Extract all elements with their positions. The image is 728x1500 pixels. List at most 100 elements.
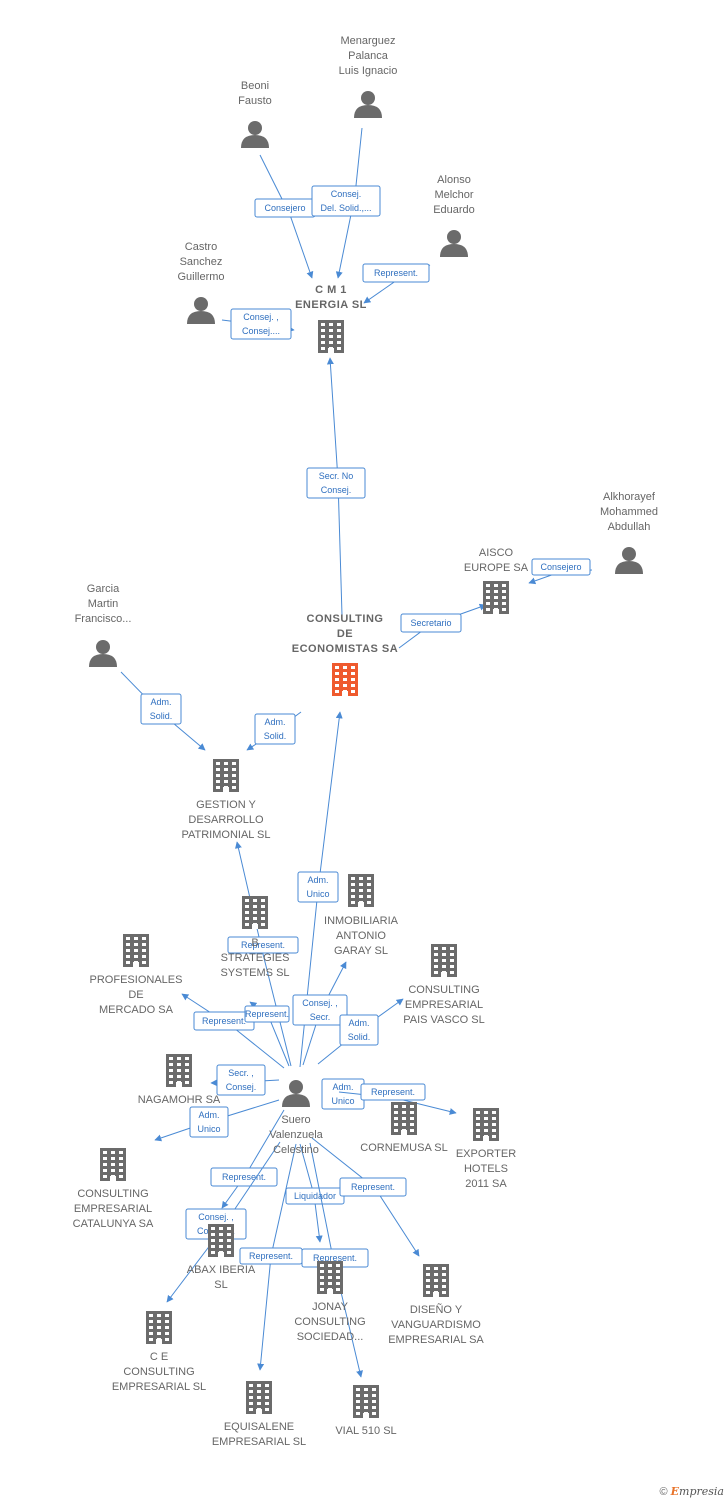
building-icon xyxy=(242,896,268,929)
edge-line xyxy=(181,993,285,1069)
brand-logo[interactable]: Empresia xyxy=(670,1485,724,1498)
edge-label-text: Secr. , xyxy=(228,1068,254,1078)
edge-label[interactable]: Consej. ,Consej.... xyxy=(230,308,292,340)
edge-label-box xyxy=(400,613,462,633)
node-label: PAIS VASCO SL xyxy=(403,1014,485,1026)
edge-label-text: Adm. xyxy=(332,1082,353,1092)
building-icon xyxy=(483,581,509,614)
node-jonay[interactable]: JONAYCONSULTINGSOCIEDAD... xyxy=(294,1261,366,1343)
building-icon xyxy=(348,874,374,907)
edge-23: Represent. xyxy=(239,1143,303,1371)
node-label: VIAL 510 SL xyxy=(335,1425,396,1437)
edge-label-text: Solid. xyxy=(264,731,287,741)
node-label: CORNEMUSA SL xyxy=(360,1142,447,1154)
edge-label[interactable]: Adm.Unico xyxy=(189,1106,229,1138)
edge-label-box xyxy=(292,994,348,1026)
node-label: EUROPE SA xyxy=(464,562,529,574)
edge-label[interactable]: Represent. xyxy=(360,1083,426,1101)
node-label: Sanchez xyxy=(180,256,223,268)
node-nagamohr[interactable]: NAGAMOHR SA xyxy=(138,1054,221,1106)
edge-label[interactable]: Secretario xyxy=(400,613,462,633)
edge-label[interactable]: Consejero xyxy=(531,558,591,576)
edge-label-box xyxy=(339,1014,379,1046)
node-label: DISEÑO Y xyxy=(410,1303,463,1316)
building-icon xyxy=(146,1311,172,1344)
edge-label-text: Represent. xyxy=(351,1182,395,1192)
node-label: GARAY SL xyxy=(334,945,388,957)
node-label: INMOBILIARIA xyxy=(324,915,399,927)
node-cornemusa[interactable]: CORNEMUSA SL xyxy=(360,1102,448,1154)
node-label: JONAY xyxy=(312,1301,349,1313)
edge-label[interactable]: Consej. , Secr. xyxy=(292,994,348,1026)
edge-label[interactable]: Represent. xyxy=(244,1005,290,1023)
edge-label[interactable]: Represent. xyxy=(210,1167,278,1187)
building-icon xyxy=(208,1224,234,1257)
edge-label-text: Secr. xyxy=(310,1012,331,1022)
edge-label[interactable]: Adm.Solid. xyxy=(254,713,296,745)
edge-label-text: Represent. xyxy=(241,940,285,950)
edge-20: Liquidador xyxy=(285,1143,345,1243)
edge-label[interactable]: Adm.Solid. xyxy=(339,1014,379,1046)
edge-label-box xyxy=(140,693,182,725)
edge-label[interactable]: Adm.Solid. xyxy=(140,693,182,725)
edge-label-text: Represent. xyxy=(245,1009,289,1019)
edge-5: Consejero xyxy=(528,558,593,585)
node-label: Luis Ignacio xyxy=(339,65,398,77)
edge-label[interactable]: Consejero xyxy=(254,198,316,218)
node-label: Abdullah xyxy=(608,521,651,533)
edge-label-box xyxy=(230,308,292,340)
edge-label[interactable]: Liquidador xyxy=(285,1187,345,1205)
node-label: SOCIEDAD... xyxy=(297,1331,364,1343)
node-label: CONSULTING xyxy=(77,1188,148,1200)
edge-12: Represent. xyxy=(244,1001,290,1067)
edge-label-text: Consej. , xyxy=(302,998,338,1008)
node-garcia[interactable]: GarciaMartinFrancisco... xyxy=(75,583,132,667)
node-label: STRATEGIES xyxy=(221,952,290,964)
edge-label-box xyxy=(210,1167,278,1187)
node-label: 2011 SA xyxy=(465,1178,507,1190)
building-icon xyxy=(100,1148,126,1181)
edge-7: Adm.Solid. xyxy=(120,671,206,751)
edge-label[interactable]: Secr. ,Consej. xyxy=(216,1064,266,1096)
edge-label[interactable]: Adm.Unico xyxy=(297,871,339,903)
node-label: CONSULTING xyxy=(307,613,384,625)
node-vial[interactable]: VIAL 510 SL xyxy=(335,1385,397,1437)
edge-label[interactable]: Represent. xyxy=(227,936,299,954)
person-icon xyxy=(89,640,117,667)
node-label: MERCADO SA xyxy=(99,1004,174,1016)
node-label: Beoni xyxy=(241,80,269,92)
node-label: Menarguez xyxy=(340,35,395,47)
edge-18: Represent. xyxy=(338,1083,457,1115)
edge-label[interactable]: Consej.Del. Solid.,... xyxy=(311,185,381,217)
edge-label-text: Consej.... xyxy=(242,326,280,336)
edge-label[interactable]: Adm.Unico xyxy=(321,1078,365,1110)
edge-label[interactable]: Represent. xyxy=(362,263,430,283)
edge-label[interactable]: Represent. xyxy=(239,1247,303,1265)
node-label: C M 1 xyxy=(315,284,347,296)
building-icon xyxy=(332,663,358,696)
edge-label[interactable]: Represent. xyxy=(339,1177,407,1197)
